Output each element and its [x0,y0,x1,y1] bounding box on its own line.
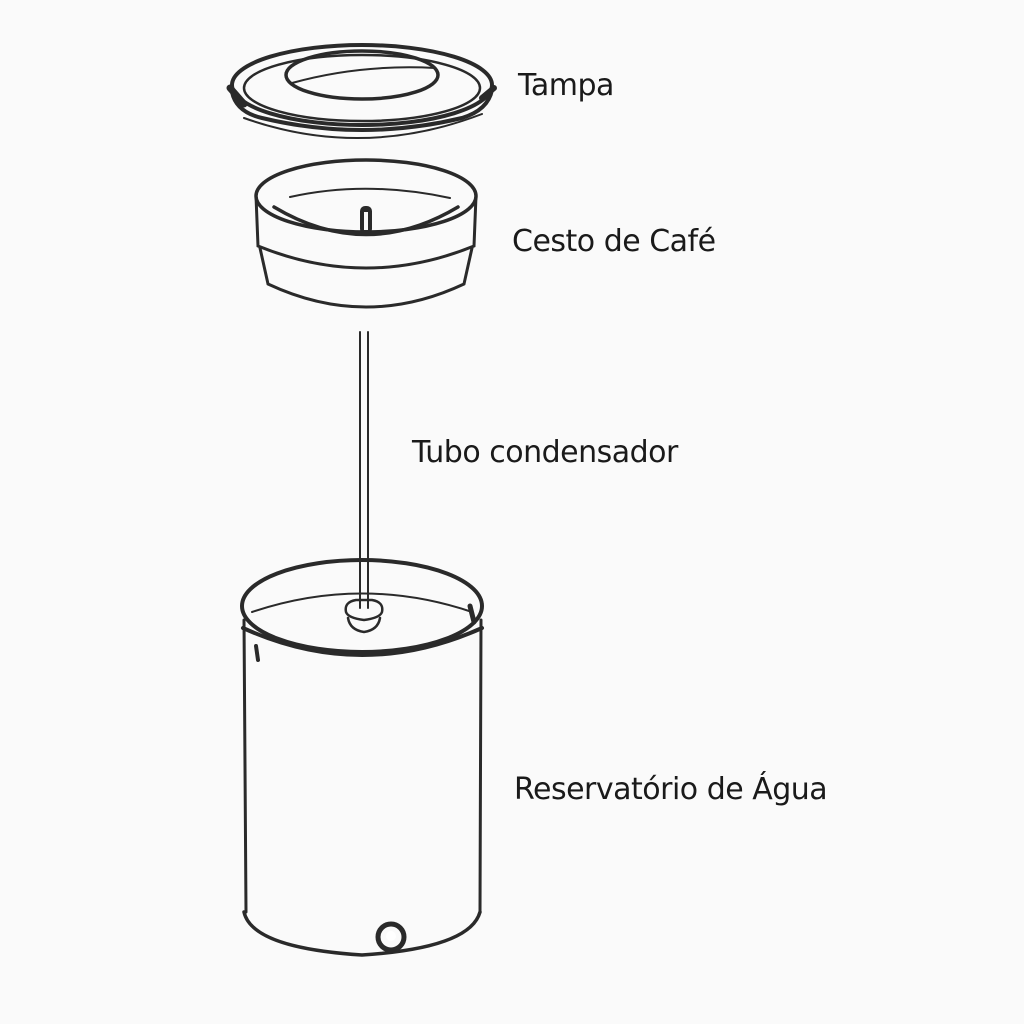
reservoir-drawing [240,558,484,957]
tube-drawing [344,331,384,634]
label-lid: Tampa [518,68,614,103]
lid-drawing [226,43,497,139]
label-condenser-tube: Tubo condensador [412,435,678,470]
label-water-reservoir: Reservatório de Água [514,772,828,807]
label-coffee-basket: Cesto de Café [512,224,716,259]
basket-drawing [254,158,478,309]
